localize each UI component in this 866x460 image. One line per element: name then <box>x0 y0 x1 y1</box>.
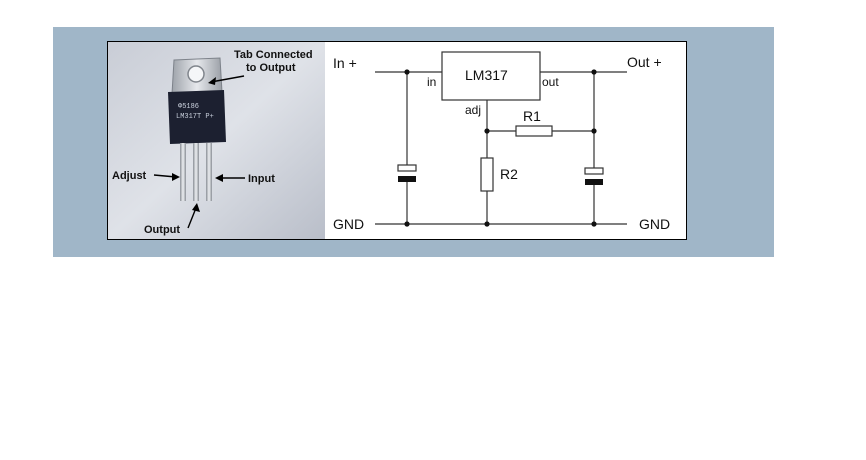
tab-label-line1: Tab Connected <box>234 49 313 61</box>
junction-gnd-left <box>404 221 410 227</box>
r2-label: R2 <box>500 166 518 182</box>
leg-output <box>193 143 199 201</box>
in-plus-label: In + <box>333 55 357 71</box>
r1-label: R1 <box>523 108 541 124</box>
gnd-right-label: GND <box>639 216 670 232</box>
chip-body <box>168 90 226 144</box>
mounting-hole <box>187 65 205 83</box>
leg-adjust <box>180 143 186 201</box>
resistor-r1 <box>515 125 553 137</box>
adjust-label: Adjust <box>112 170 147 182</box>
figure-frame: Φ5186 LM317T P+ Tab Connected to Output … <box>107 41 687 240</box>
output-arrowhead <box>192 203 200 212</box>
gnd-left-label: GND <box>333 216 364 232</box>
lm317-block <box>441 51 541 101</box>
pin-in-label: in <box>427 75 436 89</box>
junction-r1-out <box>591 128 597 134</box>
regulator-label: LM317 <box>465 67 508 83</box>
tab-arrow <box>210 75 245 83</box>
input-capacitor-plate-neg <box>398 176 416 182</box>
adjust-arrowhead <box>172 173 180 181</box>
pin-adj-label: adj <box>465 103 481 117</box>
input-label: Input <box>248 173 275 185</box>
tab-arrowhead <box>208 77 216 85</box>
input-capacitor-plate <box>397 164 417 172</box>
chip-marking-line2: LM317T P+ <box>176 113 214 121</box>
junction-gnd-right <box>591 221 597 227</box>
lm317-photo: Φ5186 LM317T P+ Tab Connected to Output … <box>108 42 325 239</box>
junction-in <box>404 69 410 75</box>
junction-adj <box>484 128 490 134</box>
pin-out-label: out <box>542 75 559 89</box>
out-plus-label: Out + <box>627 54 662 70</box>
output-label: Output <box>144 224 180 236</box>
chip-marking-line1: Φ5186 <box>178 103 199 111</box>
regulator-schematic: LM317 in out adj R1 R2 <box>325 42 686 239</box>
output-arrow <box>187 207 197 229</box>
output-capacitor-plate <box>584 167 604 175</box>
tab-label-line2: to Output <box>246 62 296 74</box>
output-capacitor-plate-neg <box>585 179 603 185</box>
junction-out <box>591 69 597 75</box>
junction-gnd-mid <box>484 221 490 227</box>
leg-input <box>206 143 212 201</box>
resistor-r2 <box>480 157 494 192</box>
input-arrowhead <box>215 174 223 182</box>
